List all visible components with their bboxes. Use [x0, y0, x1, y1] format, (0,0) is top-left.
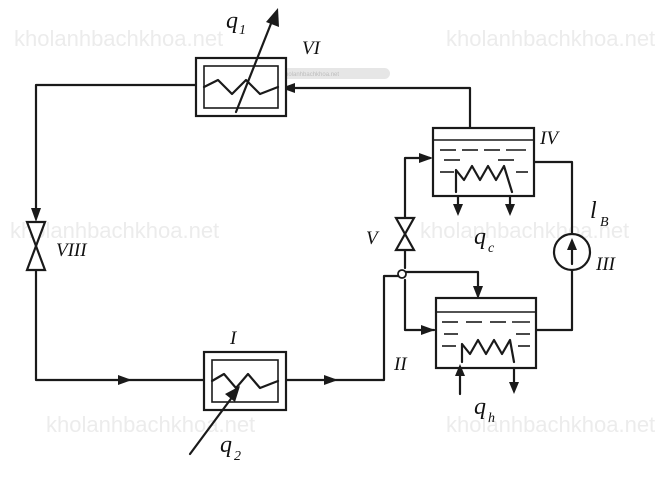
work-label-lb: l B	[590, 198, 609, 230]
flow-arrow	[505, 204, 515, 216]
watermark-text: kholanhbachkhoa.net	[46, 412, 255, 437]
liquid-dashes	[440, 149, 528, 173]
heat-arrow-q2	[188, 390, 238, 456]
flow-arrow	[31, 208, 41, 222]
watermark-text: kholanhbachkhoa.net	[420, 218, 629, 243]
pipe-pump-to-tank	[534, 268, 574, 332]
flow-arrow	[421, 325, 435, 335]
exchanger-vi: VI	[194, 8, 322, 118]
pipe-network	[31, 83, 574, 385]
flow-arrow	[419, 153, 433, 163]
coil-zigzag	[210, 372, 280, 390]
expansion-valve-v: V	[366, 216, 416, 252]
qh-sub: h	[488, 411, 495, 426]
coil-zigzag	[202, 78, 280, 96]
q1-main: q	[226, 8, 238, 34]
watermark-pill-text: kholanhbachkhoa.net	[282, 72, 339, 78]
exchanger-vi-body	[194, 56, 288, 118]
pipe-left-bottom	[34, 268, 206, 382]
watermark-text: kholanhbachkhoa.net	[446, 412, 655, 437]
heat-arrow-head	[266, 8, 279, 27]
flow-arrow	[324, 375, 338, 385]
qh-main: q	[474, 394, 486, 420]
label-vi: VI	[302, 38, 322, 59]
tank-iv: IV	[431, 126, 560, 216]
pump-arrow-head	[567, 238, 577, 250]
label-iv: IV	[539, 128, 560, 149]
junction-node	[397, 269, 407, 279]
pipe-junction-to-tank-bottom-side	[403, 278, 436, 332]
flow-arrow	[509, 382, 519, 394]
tank-ii-body	[434, 296, 538, 370]
flow-arrow	[281, 83, 295, 93]
pipe-left-down	[34, 83, 198, 218]
qc-main: q	[474, 224, 486, 250]
q2-sub: 2	[234, 449, 241, 464]
label-i: I	[229, 328, 238, 349]
valve-triangle-top	[394, 216, 416, 237]
heat-arrow-head	[225, 386, 240, 402]
pipe-valve-to-tank-top	[403, 156, 432, 220]
q1-sub: 1	[239, 23, 246, 38]
valve-triangle-bottom	[25, 242, 47, 272]
label-iii: III	[595, 254, 617, 275]
flow-arrow	[118, 375, 132, 385]
coil-zigzag	[454, 164, 514, 194]
qc-sub: c	[488, 241, 495, 256]
pipe-exchanger-to-junction	[284, 274, 402, 382]
expansion-valve-viii: VIII	[25, 220, 88, 272]
exchanger-i: I	[188, 328, 288, 456]
pipe-junction-to-tank-bottom-top	[403, 270, 480, 298]
liquid-dashes	[442, 321, 530, 347]
heat-arrow-q1	[234, 14, 276, 114]
pipe-tank-to-pump	[532, 160, 574, 236]
q2-main: q	[220, 432, 232, 458]
exchanger-i-body	[202, 350, 288, 412]
coil-zigzag	[460, 338, 516, 364]
watermark-pill	[268, 68, 390, 79]
watermark-layer: kholanhbachkhoa.net kholanhbachkhoa.net …	[10, 26, 655, 437]
tank-iv-body	[431, 126, 536, 198]
flow-arrow	[455, 364, 465, 376]
valve-triangle-top	[25, 220, 47, 250]
pipe-tank-to-exchanger-top	[283, 86, 472, 130]
flow-arrow	[453, 204, 463, 216]
flow-arrow	[473, 286, 483, 299]
heat-label-qc: q c	[474, 224, 495, 256]
lb-main: l	[590, 198, 597, 224]
pump-iii: III	[552, 232, 617, 275]
valve-triangle-bottom	[394, 231, 416, 252]
heat-label-qh: q h	[474, 394, 495, 426]
heat-label-q2: q 2	[220, 432, 241, 464]
heat-label-q1: q 1	[226, 8, 246, 38]
lb-sub: B	[600, 215, 609, 230]
label-viii: VIII	[56, 240, 88, 261]
watermark-text: kholanhbachkhoa.net	[14, 26, 223, 51]
tank-ii: II	[393, 296, 538, 396]
label-ii: II	[393, 354, 408, 375]
label-v: V	[366, 228, 380, 249]
watermark-text: kholanhbachkhoa.net	[446, 26, 655, 51]
